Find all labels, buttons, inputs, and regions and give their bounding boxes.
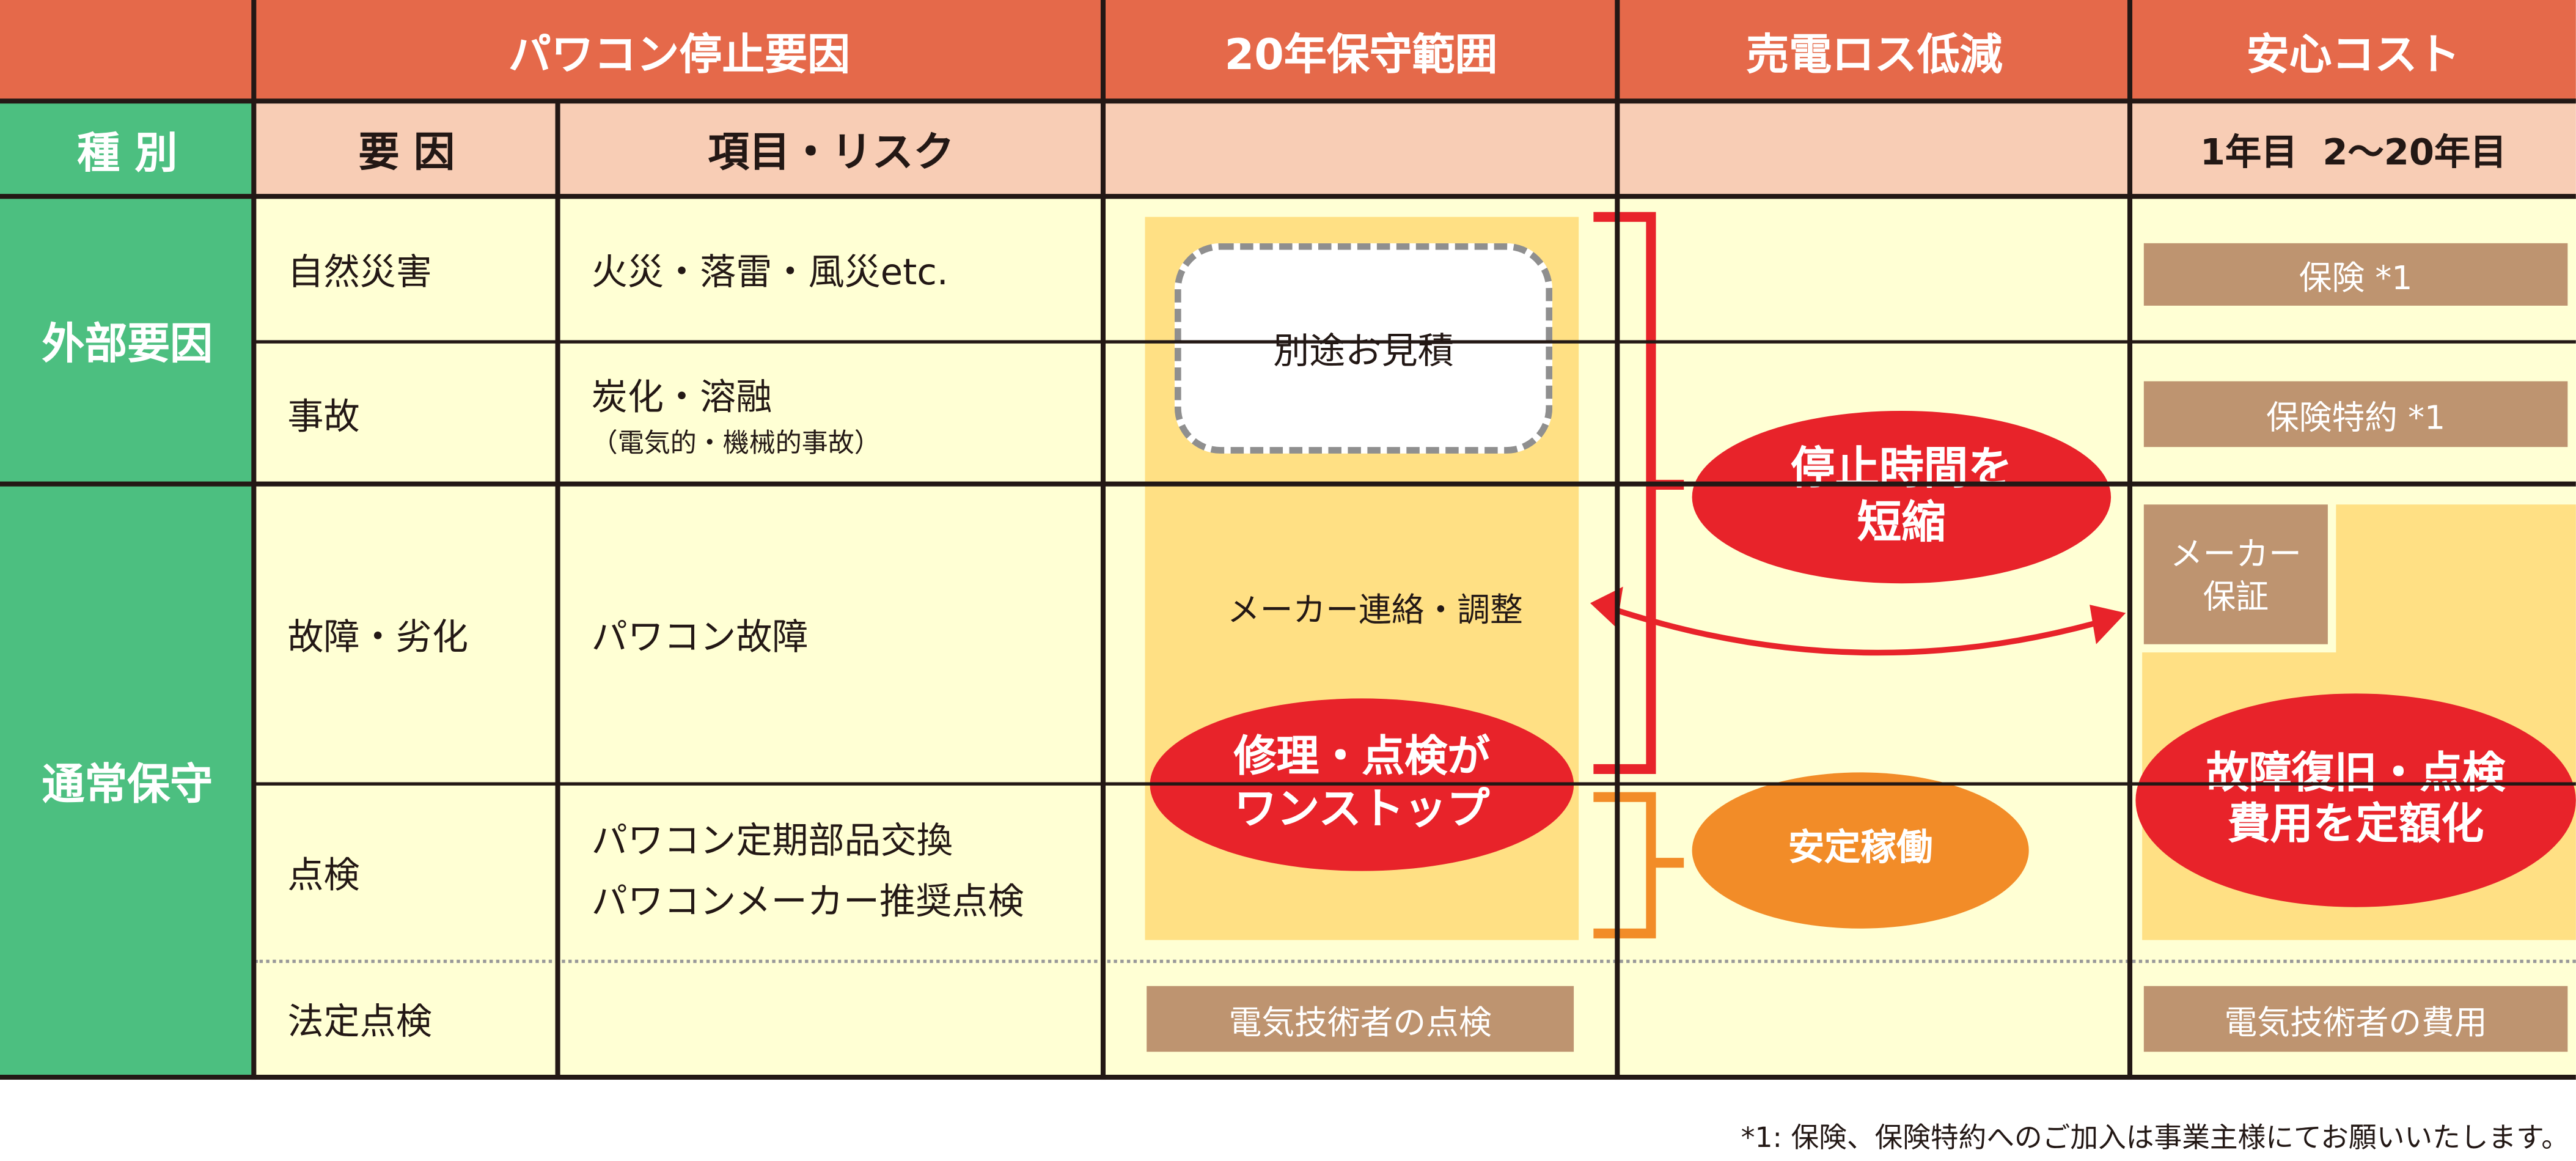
maker-warranty-label: メーカー 保証 [2143,504,2328,644]
grid-line [555,101,560,1080]
row-item: パワコン故障 [591,617,809,659]
row-factor: 点検 [287,856,360,897]
shorten-downtime-badge: 停止時間を 短縮 [1692,411,2112,584]
grid-line [254,782,2576,786]
legal-inspection-maintenance: 電気技術者の点検 [1147,986,1574,1052]
stable-operation-badge: 安定稼働 [1692,772,2029,929]
cost-fixed-block-top [2336,504,2576,661]
grid-line [0,1074,2576,1080]
grid-line [0,194,2576,199]
row-item: 火災・落雷・風災etc. [591,252,949,295]
arrow-head-left [1590,586,1623,628]
engineer-cost-label: 電気技術者の費用 [2143,986,2568,1052]
row-factor: 法定点検 [287,1002,432,1044]
subheader-factor: 要 因 [254,101,559,197]
insurance-rider-label: 保険特約 *1 [2143,381,2568,448]
separate-quote-box: 別途お見積 [1174,243,1553,454]
subheader-item-risk: 項目・リスク [558,101,1104,197]
row-item-main: パワコン定期部品交換 [591,820,953,863]
group-external: 外部要因 [0,197,255,485]
header-loss: 売電ロス低減 [1618,0,2131,102]
arrow-head-right [2090,605,2126,644]
grid-line [0,98,2576,104]
grid-line [1100,0,1106,1080]
header-maintenance: 20年保守範囲 [1104,0,1618,102]
header-corner [0,0,255,102]
group-regular: 通常保守 [0,484,255,1077]
row-item-sub: パワコンメーカー推奨点検 [591,882,1024,924]
footnote: *1: 保険、保険特約へのご加入は事業主様にてお願いいたします。 [1741,1122,2570,1155]
row-item-note: （電気的・機械的事故） [591,426,881,458]
grid-line [2127,0,2133,1080]
row-factor: 故障・劣化 [287,617,469,659]
row-factor: 事故 [287,397,360,438]
red-bracket [1593,212,1684,775]
header-cause: パワコン停止要因 [254,0,1104,102]
grid-line [0,481,2576,487]
row-factor: 自然災害 [287,252,432,295]
maker-contact-label: メーカー連絡・調整 [1227,589,1523,630]
grid-line [1615,0,1620,1080]
row-item-main: 炭化・溶融 [591,377,772,419]
double-arrow [1609,605,2104,656]
grid-line-dotted [254,959,2576,964]
row-item: パワコン定期部品交換 パワコンメーカー推奨点検 [559,784,1104,961]
orange-bracket [1593,792,1684,938]
fixed-fee-badge: 故障復旧・点検 費用を定額化 [2135,693,2576,907]
grid-line [251,0,257,1080]
insurance-label: 保険 *1 [2143,243,2568,306]
subheader-years: 1年目 2〜20年目 [2130,101,2576,197]
row-item: 炭化・溶融 （電気的・機械的事故） [559,342,1104,485]
header-cost: 安心コスト [2130,0,2576,102]
subheader-type: 種 別 [0,101,255,197]
grid-line [254,340,2576,344]
